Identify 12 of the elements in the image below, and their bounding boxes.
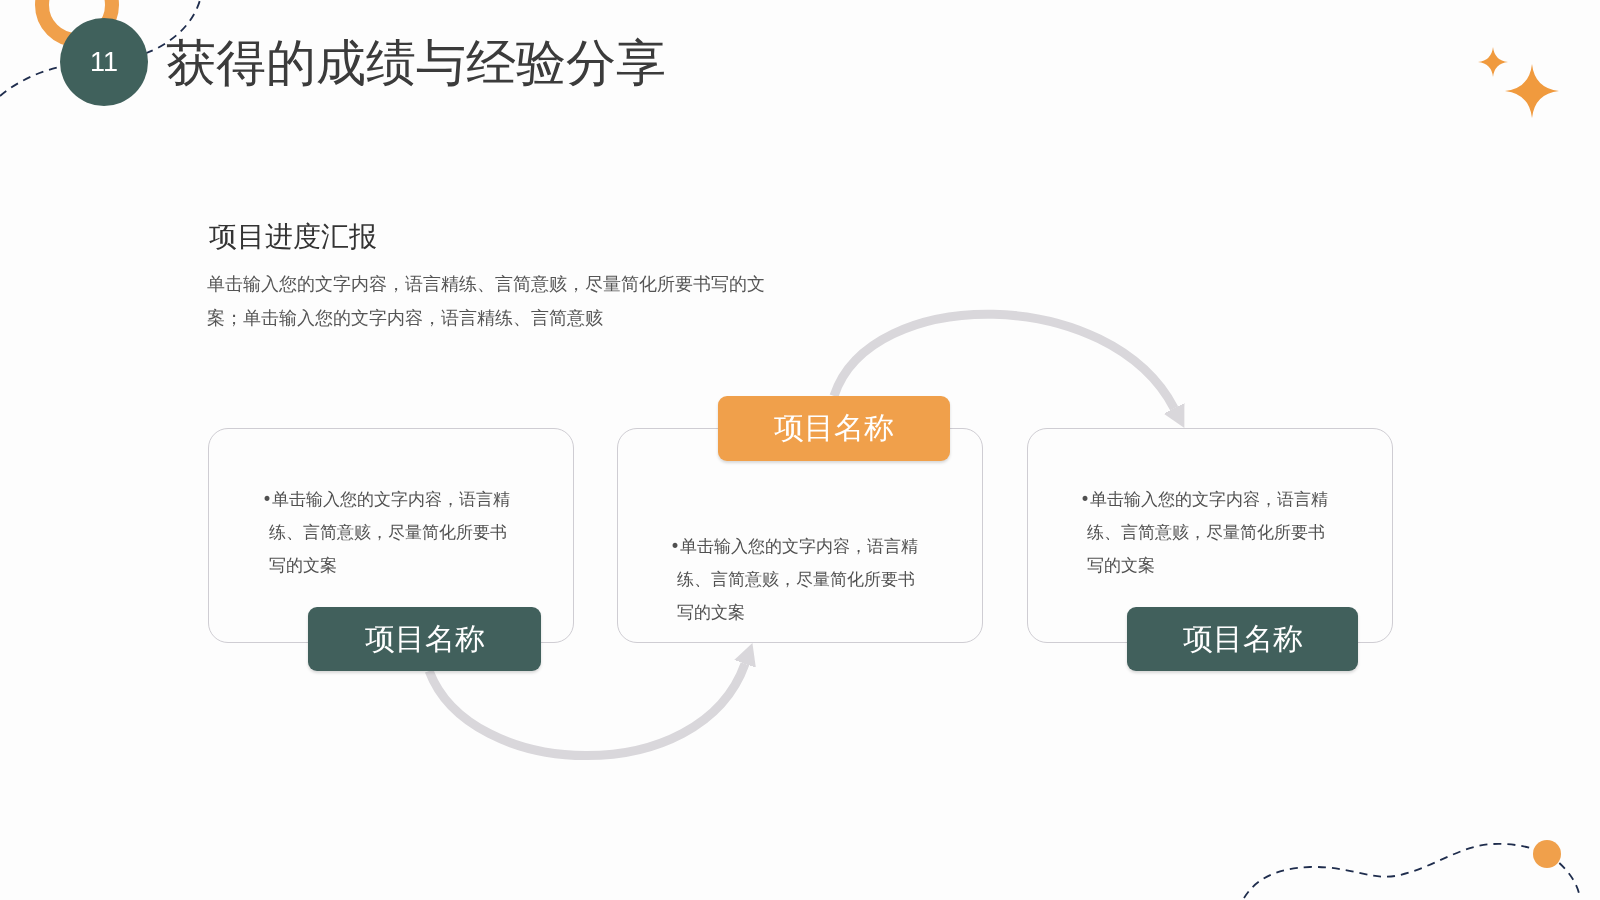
name-tag: 项目名称: [308, 607, 541, 671]
section-heading: 项目进度汇报: [209, 220, 378, 254]
curved-arrow: [425, 644, 756, 760]
slide-title: 获得的成绩与经验分享: [166, 36, 666, 90]
number-circle: 11: [60, 18, 148, 106]
name-tag: 项目名称: [1127, 607, 1358, 671]
name-tag: 项目名称: [718, 396, 950, 461]
card-text: •单击输入您的文字内容，语言精练、言简意赅，尽量简化所要书写的文案: [1080, 488, 1330, 577]
body-text: 单击输入您的文字内容，语言精练、言简意赅，尽量简化所要书写的文案；单击输入您的文字内容，语言精练、言简意赅: [207, 272, 766, 330]
card-text: •单击输入您的文字内容，语言精练、言简意赅，尽量简化所要书写的文案: [670, 535, 920, 624]
curved-arrow: [830, 309, 1187, 427]
card-text: •单击输入您的文字内容，语言精练、言简意赅，尽量简化所要书写的文案: [262, 488, 512, 577]
